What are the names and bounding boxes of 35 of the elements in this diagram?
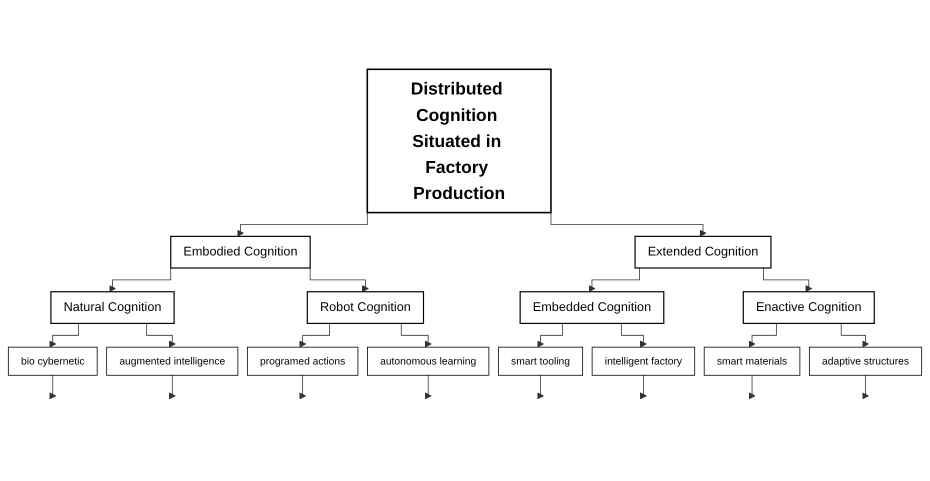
node-box: Extended Cognition bbox=[634, 236, 772, 269]
arrow bbox=[748, 323, 777, 348]
node-box: augmented intelligence bbox=[106, 346, 238, 376]
arrow bbox=[862, 374, 869, 400]
arrow bbox=[840, 323, 869, 348]
arrow bbox=[424, 374, 432, 400]
node-box: smart tooling bbox=[498, 346, 584, 376]
node-box: autonomous learning bbox=[367, 346, 490, 376]
node-box: Robot Cognition bbox=[306, 291, 424, 324]
arrow bbox=[299, 374, 306, 400]
arrow bbox=[146, 323, 176, 348]
node-box: programed actions bbox=[246, 346, 358, 376]
node-box: Enactive Cognition bbox=[742, 291, 875, 324]
arrow bbox=[400, 323, 432, 348]
arrow bbox=[537, 374, 544, 400]
arrow bbox=[588, 268, 640, 292]
node-box: bio cybernetic bbox=[8, 346, 98, 376]
node-box: Distributed Cognition Situated in Factory Production bbox=[366, 68, 552, 214]
arrow bbox=[537, 323, 563, 348]
arrow bbox=[109, 266, 172, 292]
arrow bbox=[168, 374, 176, 400]
node-box: Natural Cognition bbox=[50, 291, 175, 324]
node-box: smart materials bbox=[704, 346, 800, 376]
node-box: Embedded Cognition bbox=[520, 291, 664, 324]
arrow bbox=[620, 323, 647, 348]
node-box: adaptive structures bbox=[808, 346, 922, 376]
node-box: intelligent factory bbox=[592, 346, 696, 376]
arrow bbox=[748, 374, 756, 400]
arrow bbox=[49, 374, 56, 400]
arrow bbox=[299, 323, 330, 348]
arrow bbox=[310, 267, 369, 292]
arrow bbox=[49, 323, 79, 348]
arrow bbox=[763, 268, 812, 292]
arrow bbox=[640, 374, 647, 400]
node-box: Embodied Cognition bbox=[170, 236, 311, 269]
